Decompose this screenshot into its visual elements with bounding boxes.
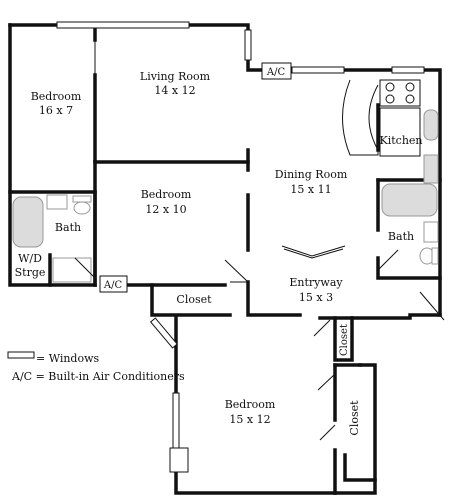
refrigerator — [423, 154, 439, 184]
door-bedroom3 — [317, 373, 336, 391]
door-closet-right-top — [313, 319, 331, 337]
kitchen-sink — [423, 109, 439, 141]
label-bedroom-1-name: Bedroom — [31, 90, 82, 103]
ac-top-label: A/C — [266, 67, 286, 78]
legend: = Windows A/C = Built-in Air Conditioner… — [11, 352, 185, 383]
label-closet-right-top: Closet — [339, 324, 350, 356]
door-bath-left — [74, 257, 96, 279]
label-entryway-name: Entryway — [289, 276, 343, 289]
dryer-box — [52, 257, 92, 283]
label-bath-right: Bath — [388, 230, 414, 243]
door-bedroom2 — [224, 259, 249, 283]
kitchen-island — [342, 79, 379, 156]
door-bath-right — [377, 249, 399, 271]
label-wd-line1: W/D — [18, 252, 42, 265]
label-bedroom-2-size: 12 x 10 — [145, 203, 186, 216]
label-closet-right-bottom: Closet — [348, 400, 361, 436]
door-closet-right-bottom — [319, 424, 336, 441]
sink-left — [46, 194, 68, 210]
label-bedroom-3-size: 15 x 12 — [229, 413, 270, 426]
label-bedroom-2-name: Bedroom — [141, 188, 192, 201]
burner-1 — [385, 82, 395, 92]
legend-window-symbol — [7, 351, 35, 359]
walls — [8, 23, 442, 495]
label-dining-room-size: 15 x 11 — [290, 183, 331, 196]
burner-3 — [385, 94, 395, 104]
window-bedroom3-left — [172, 392, 180, 452]
label-closet-center: Closet — [176, 293, 212, 306]
label-wd-line2: Strge — [15, 266, 46, 279]
entry-arch — [281, 245, 346, 257]
toilet-tank-right — [431, 247, 439, 265]
toilet-left — [73, 201, 91, 215]
stove — [379, 79, 421, 107]
label-entryway-size: 15 x 3 — [299, 291, 333, 304]
ac-left-box — [99, 275, 128, 293]
bathtub-right — [381, 183, 438, 217]
window-living-right — [244, 29, 252, 61]
window-dining-top — [291, 66, 345, 74]
window-top-left — [56, 21, 190, 29]
label-dining-room-name: Dining Room — [275, 168, 348, 181]
kitchen-counter — [379, 107, 421, 157]
toilet-tank-left — [72, 195, 92, 203]
sink-right — [423, 221, 439, 243]
label-bedroom-1-size: 16 x 7 — [39, 104, 73, 117]
legend-windows-text: = Windows — [36, 352, 100, 365]
window-bedroom3-diagonal — [149, 317, 178, 349]
label-bedroom-3-name: Bedroom — [225, 398, 276, 411]
label-bath-left: Bath — [55, 221, 81, 234]
label-living-room-name: Living Room — [140, 70, 211, 83]
legend-ac-text: A/C = Built-in Air Conditioners — [11, 370, 185, 383]
ac-units: A/C A/C — [99, 62, 292, 293]
door-entry — [419, 291, 445, 321]
label-living-room-size: 14 x 12 — [154, 84, 195, 97]
burner-4 — [405, 94, 415, 104]
entry-arch-inner — [283, 248, 344, 259]
doors — [74, 40, 445, 441]
fixtures — [12, 79, 439, 473]
ac-left-label: A/C — [103, 280, 123, 291]
heater-box — [169, 447, 189, 473]
windows — [7, 21, 425, 452]
burner-2 — [405, 82, 415, 92]
window-kitchen-top — [391, 66, 425, 74]
room-labels: Bedroom 16 x 7 Living Room 14 x 12 Bedro… — [15, 70, 423, 436]
label-kitchen: Kitchen — [380, 134, 423, 147]
ac-top-box — [261, 62, 292, 80]
bathtub-left — [12, 196, 44, 248]
